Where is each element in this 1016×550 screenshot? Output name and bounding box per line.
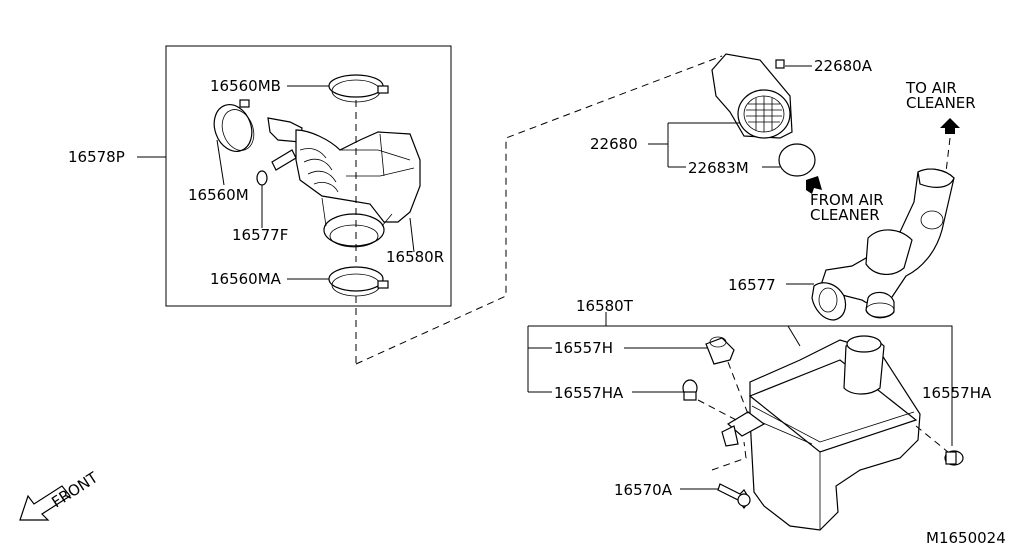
clamp-top bbox=[328, 74, 389, 103]
label-16557HA-left: 16557HA bbox=[554, 384, 624, 402]
label-16560MA: 16560MA bbox=[210, 270, 282, 288]
label-22683M: 22683M bbox=[688, 159, 749, 177]
diagram-code: M1650024 bbox=[926, 529, 1006, 545]
duct-16580R bbox=[267, 117, 421, 248]
label-from-air-2: CLEANER bbox=[810, 206, 880, 224]
label-16557HA-right: 16557HA bbox=[922, 384, 992, 402]
label-from-air-1: FROM AIR bbox=[810, 191, 884, 209]
label-16557H: 16557H bbox=[554, 339, 613, 357]
label-16580T: 16580T bbox=[576, 297, 634, 315]
label-22680A: 22680A bbox=[814, 57, 873, 75]
clamp-left bbox=[213, 99, 255, 152]
resonator-box bbox=[721, 335, 921, 531]
label-16570A: 16570A bbox=[614, 481, 673, 499]
from-air-cleaner-arrow bbox=[806, 176, 822, 194]
maf-sensor bbox=[711, 53, 793, 139]
label-16580R: 16580R bbox=[386, 248, 444, 266]
clamp-bottom bbox=[328, 266, 389, 297]
front-arrow bbox=[19, 485, 71, 521]
label-16577: 16577 bbox=[728, 276, 776, 294]
seal-22683M bbox=[778, 143, 816, 177]
label-16577F: 16577F bbox=[232, 226, 288, 244]
grommet-16557H bbox=[705, 336, 735, 365]
label-to-air-1: TO AIR bbox=[905, 79, 957, 97]
fitting-16577F bbox=[256, 149, 297, 186]
grommet-16557HA-left bbox=[682, 379, 698, 401]
assembly-box bbox=[165, 45, 452, 307]
label-16560MB: 16560MB bbox=[210, 77, 281, 95]
grommet-16557HA-right bbox=[944, 450, 964, 466]
label-to-air-2: CLEANER bbox=[906, 94, 976, 112]
air-duct-16577 bbox=[811, 168, 955, 321]
label-22680: 22680 bbox=[590, 135, 638, 153]
to-air-cleaner-arrow bbox=[940, 118, 960, 134]
label-16578P: 16578P bbox=[68, 148, 125, 166]
label-16560M: 16560M bbox=[188, 186, 249, 204]
bolt-16570A bbox=[717, 483, 751, 509]
